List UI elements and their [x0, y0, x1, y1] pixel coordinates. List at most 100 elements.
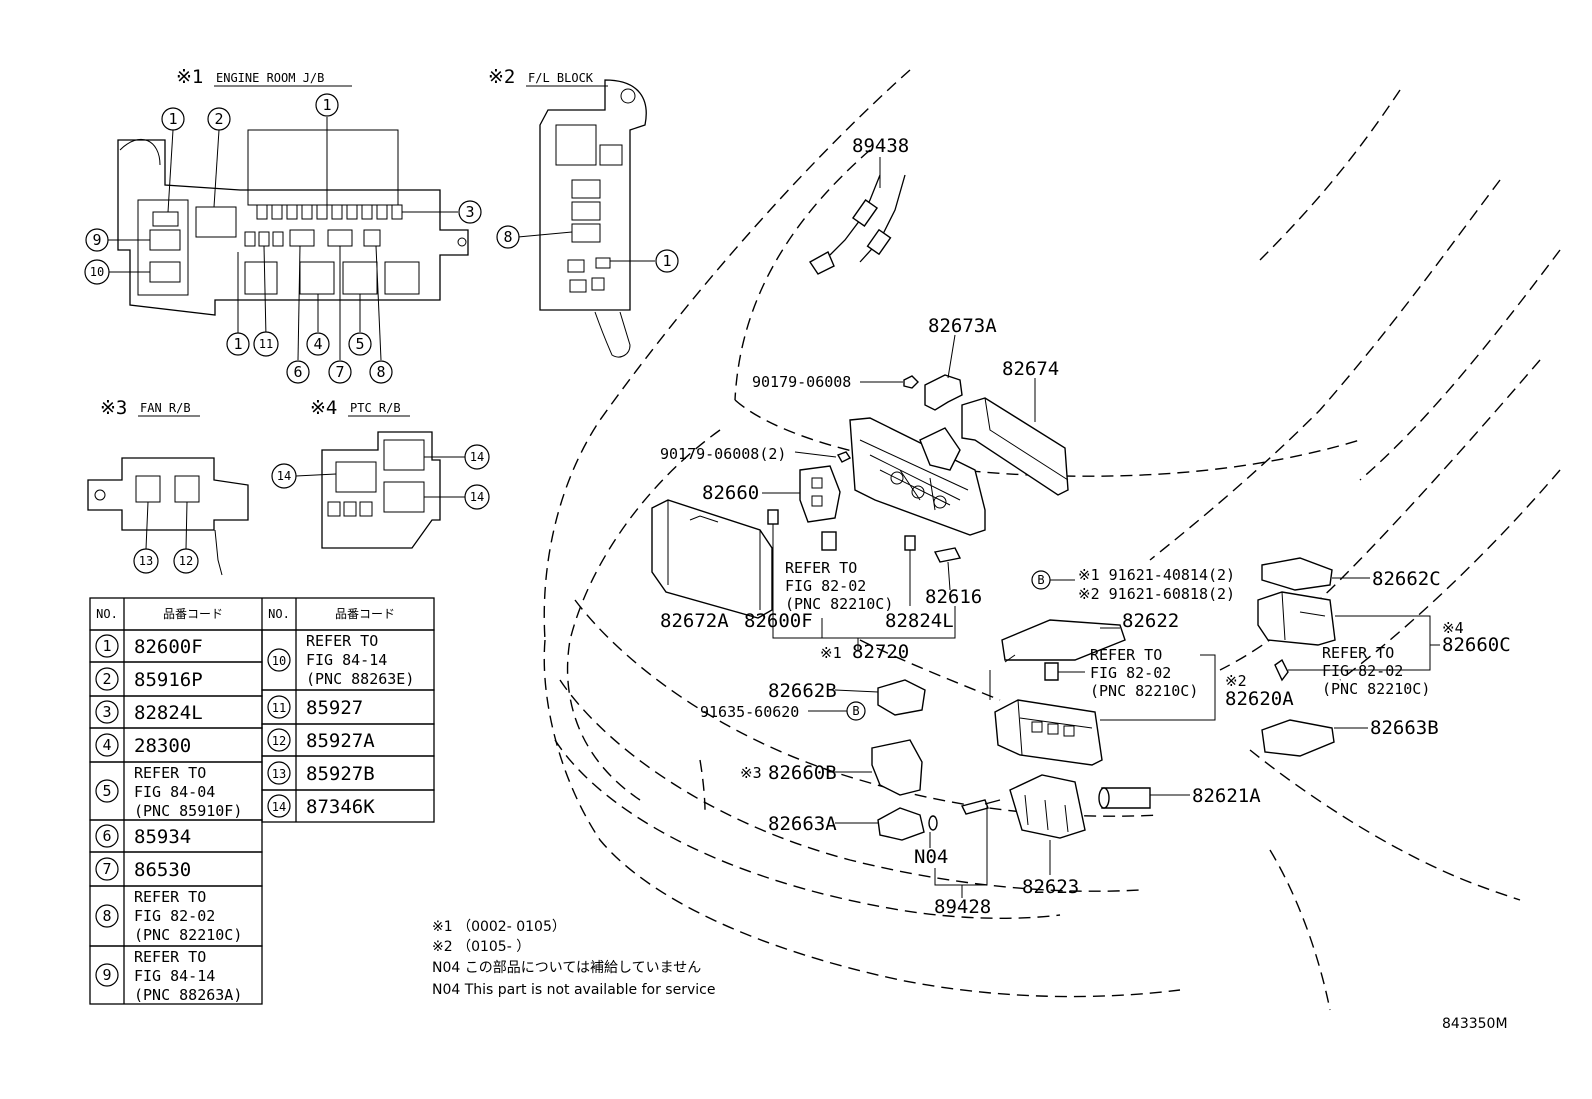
- part-labels: 89438 82673A 82674 90179-06008 90179-060…: [660, 135, 1511, 918]
- label-82621A: 82621A: [1192, 785, 1261, 807]
- row-number-badge: [95, 779, 119, 803]
- label-82623: 82623: [1022, 876, 1079, 898]
- row-part-code: 85927B: [306, 763, 375, 785]
- table-row: 2 85916P: [89, 661, 263, 697]
- row-number-badge: [267, 648, 291, 672]
- callout-1-top: 1: [161, 107, 185, 131]
- row-part-code: REFER TO: [134, 888, 206, 906]
- callout-8-fl: 8: [496, 225, 520, 249]
- svg-text:6: 6: [293, 363, 302, 381]
- row-number: 9: [102, 966, 111, 984]
- callout-2: 2: [207, 107, 231, 131]
- label-mark2: ※2: [1225, 672, 1247, 690]
- callout-3: 3: [458, 200, 482, 224]
- table-header-no-right: NO.: [268, 607, 290, 621]
- callout-12: 12: [173, 548, 199, 574]
- row-part-code: (PNC 88263A): [134, 986, 242, 1004]
- inset-fl-block: ※2 F/L BLOCK 8 1: [488, 66, 679, 358]
- inset-engine-room-jb: ※1 ENGINE ROOM J/B: [84, 66, 482, 384]
- label-refer-82210c-c-2: FIG 82-02: [1322, 662, 1403, 680]
- inset-1-title: ENGINE ROOM J/B: [216, 71, 324, 85]
- callout-6: 6: [286, 360, 310, 384]
- table-row: 11 85927: [261, 689, 435, 725]
- label-89428: 89428: [934, 896, 991, 918]
- note-line-4: N04 This part is not available for servi…: [432, 982, 715, 998]
- row-part-code: (PNC 88263E): [306, 670, 414, 688]
- label-91635-60620: 91635-60620: [700, 703, 799, 721]
- inset-fan-rb: ※3 FAN R/B 13 12: [87, 397, 249, 576]
- row-number-badge: [95, 963, 119, 987]
- parts-drawings: B B: [651, 157, 1440, 898]
- row-number: 12: [272, 734, 286, 748]
- label-82673A: 82673A: [928, 315, 997, 337]
- table-header-no-left: NO.: [96, 607, 118, 621]
- row-number-badge: [95, 904, 119, 928]
- label-82620A: 82620A: [1225, 688, 1294, 710]
- row-part-code: 85916P: [134, 669, 203, 691]
- callout-8: 8: [369, 360, 393, 384]
- svg-text:B: B: [852, 704, 859, 718]
- row-number: 14: [272, 800, 286, 814]
- row-number: 6: [102, 827, 111, 845]
- label-refer-82210c-a-3: (PNC 82210C): [785, 595, 893, 613]
- svg-text:5: 5: [355, 335, 364, 353]
- row-number-badge: [95, 634, 119, 658]
- callout-14-left: 14: [271, 463, 297, 489]
- label-refer-82210c-c-3: (PNC 82210C): [1322, 680, 1430, 698]
- row-number: 13: [272, 767, 286, 781]
- svg-text:14: 14: [277, 469, 291, 483]
- row-number: 8: [102, 907, 111, 925]
- callout-7: 7: [328, 360, 352, 384]
- label-82662B: 82662B: [768, 680, 837, 702]
- row-part-code: (PNC 85910F): [134, 802, 242, 820]
- inset-4-title: PTC R/B: [350, 401, 401, 415]
- table-header-code-left: 品番コード: [163, 607, 223, 621]
- row-number: 2: [102, 670, 111, 688]
- svg-text:1: 1: [322, 96, 331, 114]
- svg-text:1: 1: [662, 252, 671, 270]
- label-82660B: 82660B: [768, 762, 837, 784]
- svg-text:3: 3: [465, 203, 474, 221]
- row-number-badge: [267, 761, 291, 785]
- label-82660C: 82660C: [1442, 634, 1511, 656]
- row-number: 11: [272, 701, 286, 715]
- inset-3-mark: ※3: [100, 397, 127, 419]
- row-number: 7: [102, 860, 111, 878]
- figure-code: 843350M: [1442, 1016, 1508, 1032]
- row-number-badge: [267, 794, 291, 818]
- row-part-code: 82600F: [134, 636, 203, 658]
- label-91621-40814: ※1 91621-40814(2): [1078, 566, 1235, 584]
- label-82662C: 82662C: [1372, 568, 1441, 590]
- svg-text:B: B: [1037, 573, 1044, 587]
- row-number: 5: [102, 782, 111, 800]
- row-part-code: REFER TO: [134, 764, 206, 782]
- callout-b-lower: B: [846, 701, 866, 721]
- row-part-code: REFER TO: [306, 632, 378, 650]
- label-mark3: ※3: [740, 764, 762, 782]
- svg-text:10: 10: [90, 265, 104, 279]
- inset-2-title: F/L BLOCK: [528, 71, 594, 85]
- callout-1-bottom: 1: [226, 332, 250, 356]
- row-part-code: REFER TO: [134, 948, 206, 966]
- inset-ptc-rb: ※4 PTC R/B 14 14 14: [271, 397, 490, 549]
- row-number: 3: [102, 703, 111, 721]
- row-number-badge: [95, 857, 119, 881]
- label-90179-06008-2: 90179-06008(2): [660, 445, 786, 463]
- row-number-badge: [95, 700, 119, 724]
- label-82674: 82674: [1002, 358, 1059, 380]
- row-number-badge: [95, 667, 119, 691]
- label-refer-82210c-b-1: REFER TO: [1090, 646, 1162, 664]
- inset-3-title: FAN R/B: [140, 401, 191, 415]
- row-part-code: 85927: [306, 697, 363, 719]
- svg-text:7: 7: [335, 363, 344, 381]
